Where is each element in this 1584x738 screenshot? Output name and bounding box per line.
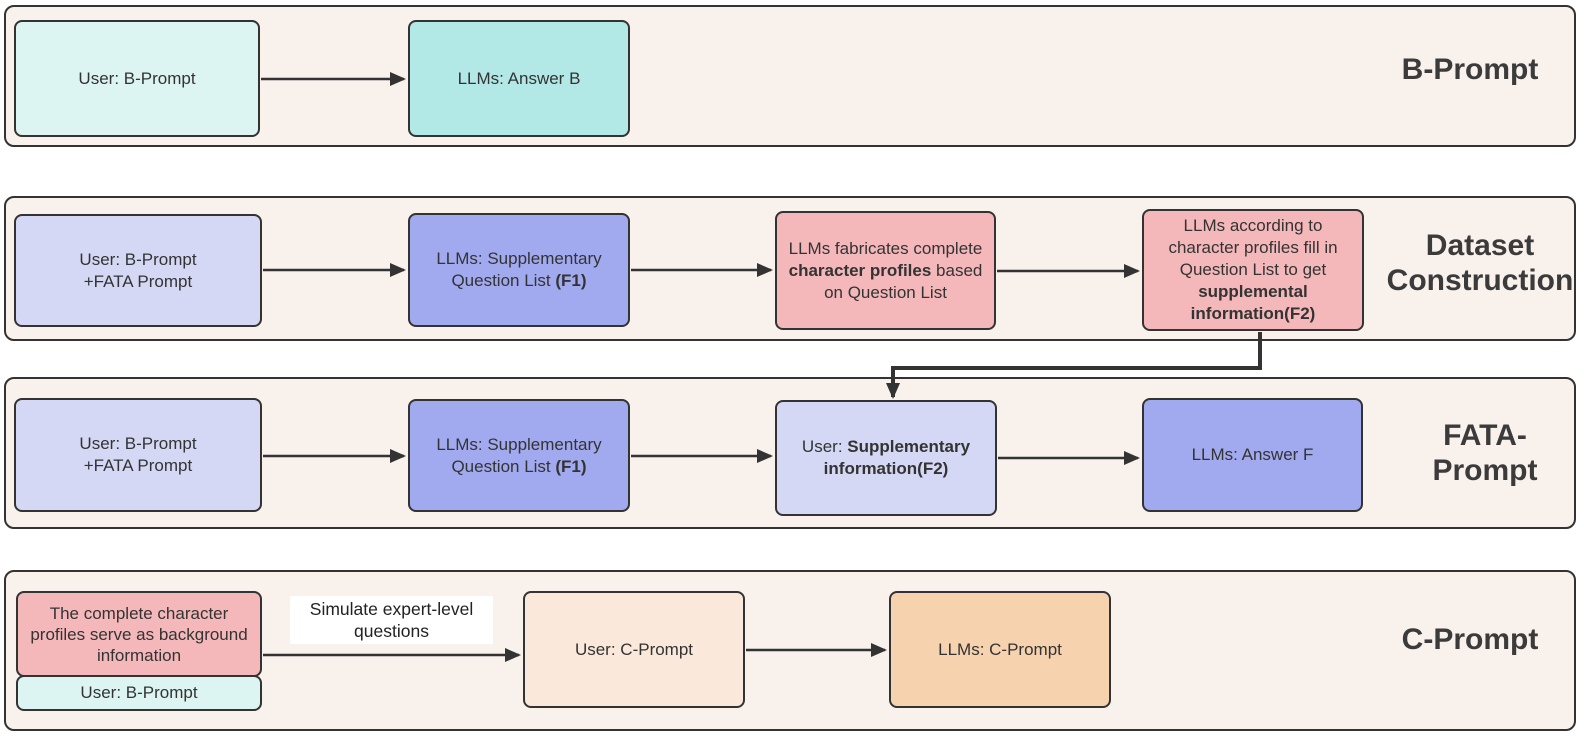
panel-title-dataset-construction: Dataset Construction <box>1380 228 1580 298</box>
box-llms-fabricates: LLMs fabricates complete character profi… <box>775 211 996 330</box>
box-user-b-fata-2: User: B-Prompt +FATA Prompt <box>14 214 262 327</box>
box-user-supplementary: User: Supplementary information(F2) <box>775 400 997 516</box>
panel-title-dataset-line1: Dataset <box>1425 229 1535 262</box>
box-user-b-fata-2-line1: User: B-Prompt <box>79 249 197 269</box>
panel-title-fata-line2: Prompt <box>1432 454 1538 487</box>
box-user-b-fata-3-line2: +FATA Prompt <box>83 456 193 475</box>
box-user-b-prompt-4: User: B-Prompt <box>16 675 262 711</box>
box-user-b-prompt-4-label: User: B-Prompt <box>80 683 198 702</box>
box-profiles-background: The complete character profiles serve as… <box>16 591 262 677</box>
box-llms-answer-f-label: LLMs: Answer F <box>1191 445 1314 464</box>
box-user-b-prompt: User: B-Prompt <box>14 20 260 137</box>
box-user-c-prompt: User: C-Prompt <box>523 591 745 708</box>
box-llms-answer-b: LLMs: Answer B <box>408 20 630 137</box>
box-llms-question-list-2: LLMs: Supplementary Question List (F1) <box>408 213 630 327</box>
box-profiles-background-label: The complete character profiles serve as… <box>30 603 248 665</box>
box-llms-question-list-3: LLMs: Supplementary Question List (F1) <box>408 399 630 512</box>
panel-title-dataset-line2: Construction <box>1386 264 1574 297</box>
panel-title-c-prompt: C-Prompt <box>1401 623 1539 656</box>
panel-title-fata-prompt: FATA- Prompt <box>1385 418 1584 488</box>
panel-title-b-prompt: B-Prompt <box>1401 53 1539 86</box>
box-user-b-prompt-label: User: B-Prompt <box>78 68 196 88</box>
panel-title-fata-line1: FATA- <box>1443 419 1527 452</box>
box-llms-answer-b-label: LLMs: Answer B <box>457 68 581 88</box>
box-llms-fill-label: LLMs according to character profiles fil… <box>1168 216 1338 323</box>
box-user-b-fata-3-line1: User: B-Prompt <box>79 434 197 453</box>
box-user-c-prompt-label: User: C-Prompt <box>574 639 694 659</box>
box-llms-c-prompt-label: LLMs: C-Prompt <box>938 639 1062 659</box>
box-llms-fill: LLMs according to character profiles fil… <box>1142 209 1364 331</box>
box-llms-fabricates-label: LLMs fabricates complete character profi… <box>788 238 983 302</box>
box-llms-question-list-3-label: LLMs: Supplementary Question List (F1) <box>436 434 602 476</box>
box-user-b-fata-2-line2: +FATA Prompt <box>83 271 193 291</box>
box-llms-answer-f: LLMs: Answer F <box>1142 398 1363 512</box>
arrow-label-simulate-questions: Simulate expert-level questions <box>290 596 493 644</box>
box-user-supplementary-label: User: Supplementary information(F2) <box>801 437 971 478</box>
panel-b-prompt <box>4 5 1576 147</box>
box-user-b-fata-3: User: B-Prompt +FATA Prompt <box>14 398 262 512</box>
box-llms-c-prompt: LLMs: C-Prompt <box>889 591 1111 708</box>
box-llms-question-list-2-label: LLMs: Supplementary Question List (F1) <box>436 249 602 290</box>
